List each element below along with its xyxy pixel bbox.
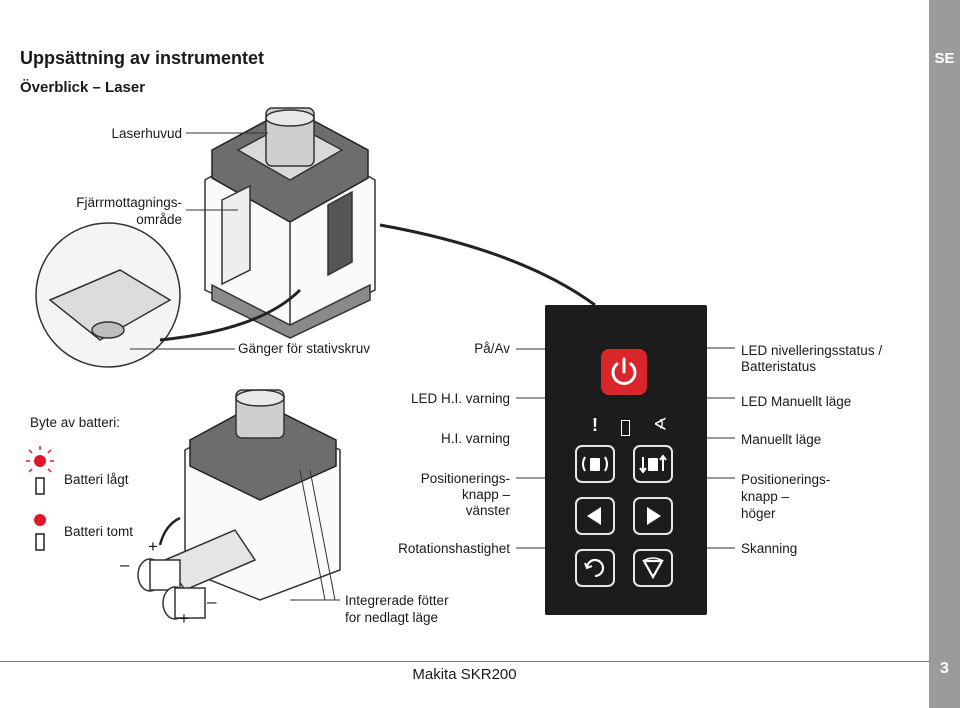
label-pos-left-2: knapp –	[461, 487, 510, 502]
label-led-hi-warning: LED H.I. varning	[410, 391, 510, 406]
label-led-manual: LED Manuellt läge	[741, 394, 852, 409]
label-power: På/Av	[474, 341, 510, 356]
hi-warning-button[interactable]	[575, 445, 615, 483]
page-subtitle: Överblick – Laser	[20, 79, 146, 96]
label-battery-low: Batteri lågt	[64, 472, 129, 487]
laser-body-illustration	[204, 107, 376, 339]
label-battery-change: Byte av batteri:	[30, 415, 121, 430]
label-scanning: Skanning	[741, 541, 798, 556]
label-battery-empty: Batteri tomt	[64, 524, 134, 539]
footer-model: Makita SKR200	[412, 666, 517, 683]
label-pos-right-3: höger	[741, 506, 776, 521]
label-pos-right-2: knapp –	[741, 489, 790, 504]
battery-empty-led-icon	[34, 514, 46, 526]
instrument-illustration	[26, 107, 735, 620]
label-minus-2: –	[207, 592, 217, 611]
rotation-icon	[584, 558, 605, 578]
language-sidebar: SE 3	[929, 0, 960, 708]
control-panel: ! ∢	[545, 305, 707, 615]
label-laser-head: Laserhuvud	[111, 126, 182, 141]
label-tripod-thread: Gänger för stativskruv	[238, 341, 371, 356]
label-plus-1: +	[148, 537, 158, 556]
label-plus-2: +	[179, 609, 189, 628]
level-battery-led-icon	[621, 420, 630, 436]
label-pos-left-3: vänster	[465, 503, 510, 518]
manual-mode-icon: ∢	[653, 415, 668, 434]
callout-lines	[130, 132, 735, 601]
arrow-right-icon	[647, 507, 661, 525]
label-feet-2: for nedlagt läge	[345, 610, 439, 625]
power-button[interactable]	[601, 349, 647, 395]
label-remote-area-1: Fjärrmottagnings-	[76, 195, 182, 210]
label-led-level-2: Batteristatus	[741, 359, 817, 374]
battery-laser-illustration	[137, 389, 341, 620]
arrow-left-icon	[587, 507, 601, 525]
manual-mode-icon	[639, 454, 667, 474]
hi-warning-icon: !	[592, 415, 598, 435]
label-rotation-speed: Rotationshastighet	[398, 541, 510, 556]
power-icon	[611, 357, 637, 385]
label-hi-warning: H.I. varning	[440, 431, 510, 446]
scan-button[interactable]	[633, 549, 673, 587]
position-right-button[interactable]	[633, 497, 673, 535]
led-blink-rays-icon	[26, 446, 54, 473]
footer-divider	[0, 661, 929, 662]
label-remote-area-2: område	[136, 212, 182, 227]
battery-low-led-icon	[34, 455, 46, 467]
hi-warning-icon	[582, 456, 608, 472]
label-led-level-1: LED nivelleringsstatus /	[741, 343, 883, 358]
battery-icon	[35, 477, 45, 495]
battery-empty-icon	[35, 533, 45, 551]
battery-led-icons	[26, 446, 54, 551]
label-manual-mode: Manuellt läge	[741, 432, 822, 447]
page-number: 3	[940, 660, 949, 677]
rotation-speed-button[interactable]	[575, 549, 615, 587]
manual-mode-button[interactable]	[633, 445, 673, 483]
position-left-button[interactable]	[575, 497, 615, 535]
language-tab: SE	[934, 50, 955, 67]
label-pos-left-1: Positionerings-	[420, 471, 510, 486]
page-title: Uppsättning av instrumentet	[20, 48, 265, 68]
label-pos-right-1: Positionerings-	[741, 472, 831, 487]
label-minus-1: –	[120, 555, 130, 574]
label-feet-1: Integrerade fötter	[345, 593, 449, 608]
tripod-thread-detail	[35, 222, 302, 368]
scan-icon	[642, 557, 664, 580]
